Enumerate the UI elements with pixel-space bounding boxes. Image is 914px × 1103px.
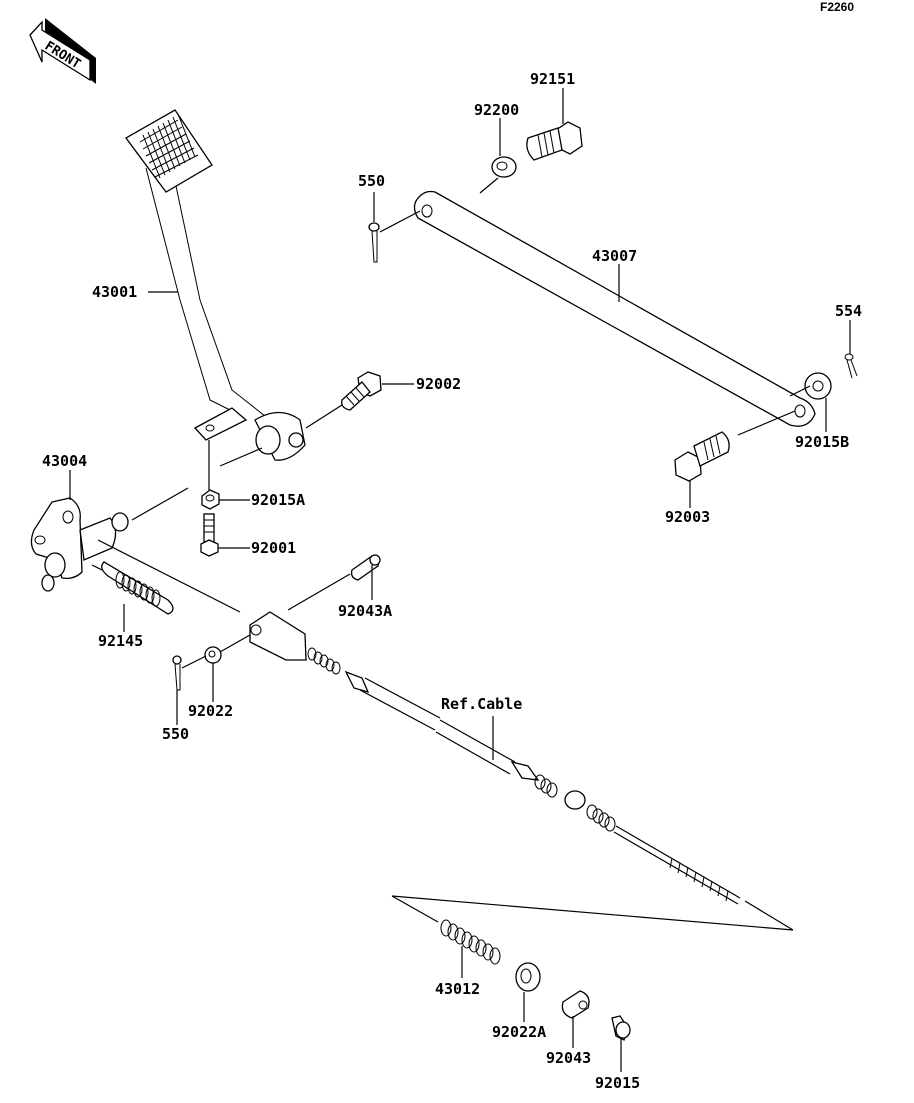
brake-cable[interactable] [307, 647, 741, 905]
washer-92200[interactable] [491, 156, 517, 178]
brake-rod[interactable] [413, 190, 816, 427]
return-spring-92145[interactable] [101, 561, 174, 615]
label-92001[interactable]: 92001 [251, 539, 296, 557]
figure-code: F2260 [820, 0, 854, 14]
cotter-pin-550-top[interactable] [368, 222, 380, 263]
washer-92022A[interactable] [515, 962, 541, 992]
label-92022[interactable]: 92022 [188, 702, 233, 720]
label-92015A[interactable]: 92015A [251, 491, 305, 509]
pin-92043A[interactable] [350, 554, 381, 581]
bolt-92003[interactable] [674, 431, 730, 482]
label-92151[interactable]: 92151 [530, 70, 575, 88]
pedal-shaft-assembly[interactable] [30, 497, 129, 592]
label-92043A[interactable]: 92043A [338, 602, 392, 620]
cable-clevis[interactable] [249, 611, 307, 661]
spring-43012[interactable] [440, 919, 501, 965]
label-92022A[interactable]: 92022A [492, 1023, 546, 1041]
brake-pedal[interactable] [125, 109, 306, 461]
label-43001[interactable]: 43001 [92, 283, 137, 301]
nut-92015[interactable] [611, 1015, 631, 1041]
label-554[interactable]: 554 [835, 302, 862, 320]
label-550-bottom[interactable]: 550 [162, 725, 189, 743]
pin-92043[interactable] [561, 990, 590, 1019]
cotter-pin-550-bottom[interactable] [172, 655, 182, 691]
label-92145[interactable]: 92145 [98, 632, 143, 650]
label-92003[interactable]: 92003 [665, 508, 710, 526]
label-92002[interactable]: 92002 [416, 375, 461, 393]
nut-92015A[interactable] [201, 489, 220, 510]
bolt-92001[interactable] [200, 513, 219, 557]
label-92200[interactable]: 92200 [474, 101, 519, 119]
label-92015[interactable]: 92015 [595, 1074, 640, 1092]
leader-lines [69, 88, 851, 1072]
ref-cable-note: Ref.Cable [441, 695, 522, 713]
label-92015B[interactable]: 92015B [795, 433, 849, 451]
washer-92022[interactable] [204, 646, 222, 664]
bolt-92002[interactable] [341, 371, 382, 411]
part-labels: 92151 92200 550 43001 43007 554 92002 92… [42, 70, 862, 1092]
label-92043[interactable]: 92043 [546, 1049, 591, 1067]
front-arrow-icon: FRONT [29, 18, 96, 84]
bolt-92151[interactable] [526, 121, 583, 161]
label-43007[interactable]: 43007 [592, 247, 637, 265]
label-43012[interactable]: 43012 [435, 980, 480, 998]
clip-pin-554[interactable] [844, 353, 858, 379]
label-43004[interactable]: 43004 [42, 452, 87, 470]
projection-lines [91, 177, 811, 931]
label-550-top[interactable]: 550 [358, 172, 385, 190]
nut-92015B[interactable] [804, 372, 832, 400]
